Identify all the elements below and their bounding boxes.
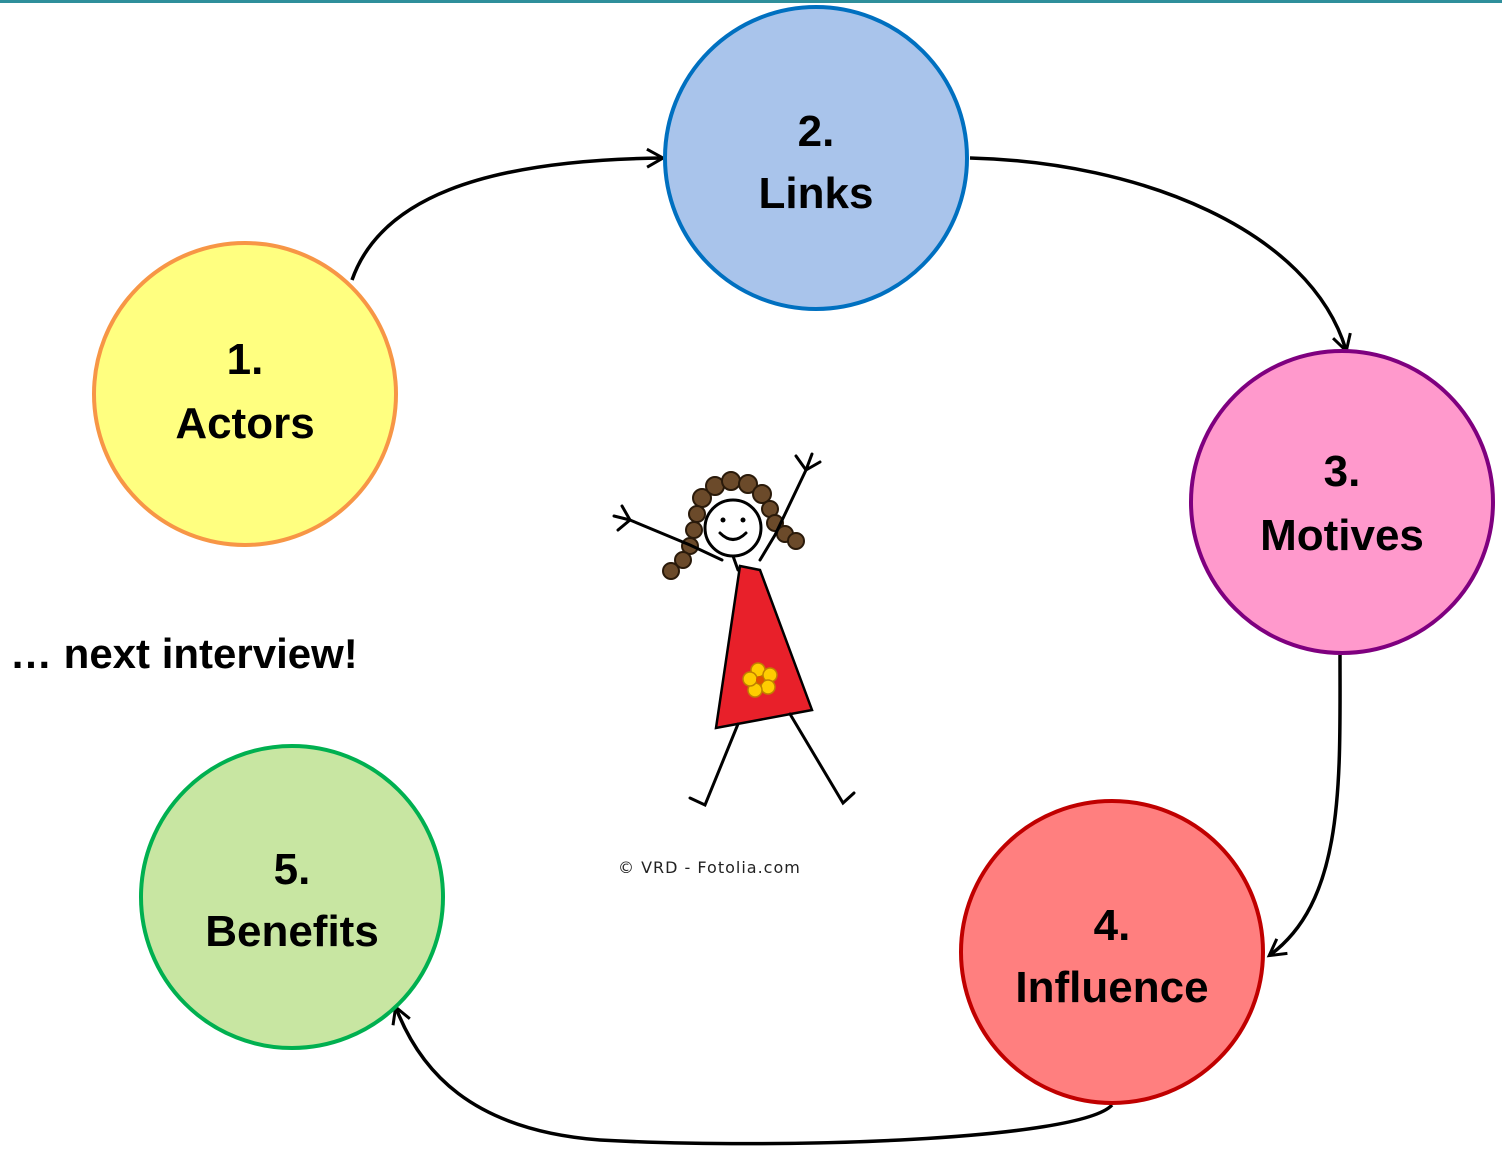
node-actors-number: 1. — [227, 335, 264, 384]
image-credit: © VRD - Fotolia.com — [618, 858, 801, 877]
red-dress — [714, 564, 814, 730]
node-motives-label: Motives — [1260, 511, 1424, 560]
node-benefits: 5. Benefits — [139, 744, 445, 1050]
node-benefits-number: 5. — [274, 845, 311, 894]
node-links-label: Links — [759, 169, 874, 218]
flower-icon — [742, 662, 778, 698]
node-benefits-circle — [139, 744, 445, 1050]
node-links-number: 2. — [798, 107, 835, 156]
node-links: 2. Links — [663, 5, 969, 311]
right-leg — [788, 712, 856, 806]
arrow-links-to-motives — [969, 156, 1352, 354]
node-influence-number: 4. — [1094, 901, 1131, 950]
left-leg — [688, 722, 740, 808]
arrow-actors-to-links — [350, 147, 667, 281]
node-influence-circle — [959, 799, 1265, 1105]
node-motives-circle — [1189, 349, 1495, 655]
node-benefits-label: Benefits — [205, 907, 379, 956]
next-interview-caption: … next interview! — [10, 630, 358, 677]
top-border-line — [0, 0, 1502, 3]
arrow-influence-to-benefits — [391, 1004, 1114, 1146]
right-arm — [758, 468, 808, 562]
node-actors-circle — [92, 241, 398, 547]
face — [703, 498, 763, 558]
node-actors-label: Actors — [175, 399, 314, 448]
stick-figure-girl-icon — [612, 452, 856, 808]
node-influence-label: Influence — [1015, 963, 1208, 1012]
node-influence: 4. Influence — [959, 799, 1265, 1105]
hair — [662, 471, 805, 580]
node-actors: 1. Actors — [92, 241, 398, 547]
node-motives: 3. Motives — [1189, 349, 1495, 655]
node-motives-number: 3. — [1324, 447, 1361, 496]
node-links-circle — [663, 5, 969, 311]
left-arm — [628, 518, 724, 562]
arrow-motives-to-influence — [1266, 654, 1342, 958]
